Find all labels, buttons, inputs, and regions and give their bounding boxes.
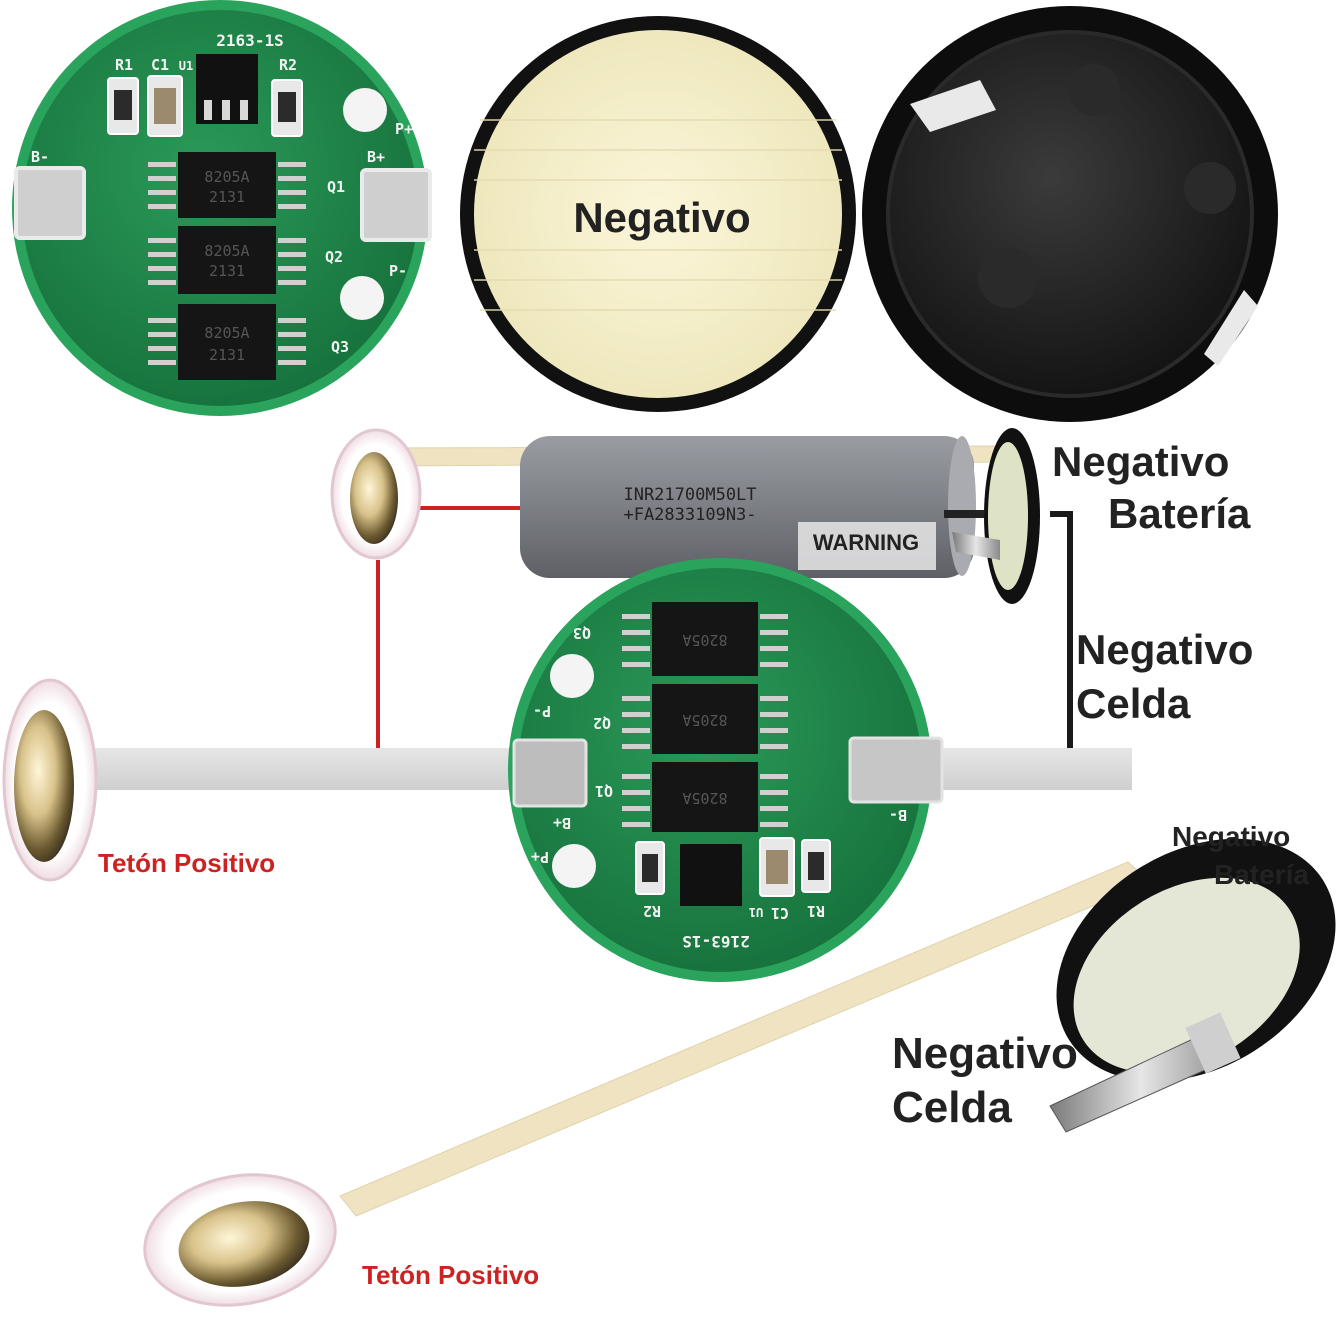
silk-p-plus: P+ xyxy=(531,848,549,866)
silk-r1: R1 xyxy=(807,902,825,920)
cell-label-line1: INR21700M50LT xyxy=(623,485,756,505)
label-teton-positivo-2: Tetón Positivo xyxy=(362,1260,539,1290)
top-chip-q1: 8205A 2131 xyxy=(178,152,276,218)
label-negativo-celda-low-1: Negativo xyxy=(892,1029,1078,1078)
silk-b-minus: B- xyxy=(31,148,49,166)
label-negativo-bateria-small-2: Batería xyxy=(1214,859,1309,890)
left-positive-nub xyxy=(2,678,98,882)
silk-q1: Q1 xyxy=(595,782,613,800)
silk-p-minus: P- xyxy=(389,262,407,280)
hole-p-minus xyxy=(340,276,384,320)
chip-label: 8205A xyxy=(682,711,727,729)
chip-label: 8205A xyxy=(204,242,249,260)
top-chip-q2: 8205A 2131 xyxy=(178,226,276,294)
label-negativo-bateria-small-1: Negativo xyxy=(1172,821,1290,852)
label-negativo-celda-2: Celda xyxy=(1076,680,1191,727)
silk-r2: R2 xyxy=(279,56,297,74)
top-pcb: 8205A 2131 8205A 2131 8205A 2131 2163-1S… xyxy=(12,0,432,416)
silk-p-plus: P+ xyxy=(395,120,413,138)
silk-b-plus: B+ xyxy=(367,148,385,166)
silk-q3: Q3 xyxy=(331,338,349,356)
cell-warning: WARNING xyxy=(813,530,919,555)
chip-label: 8205A xyxy=(682,631,727,649)
silk-r1: R1 xyxy=(115,56,133,74)
silk-q2: Q2 xyxy=(593,714,611,732)
label-teton-positivo-1: Tetón Positivo xyxy=(98,848,275,878)
cell-assembly: INR21700M50LT +FA2833109N3- WARNING xyxy=(330,428,1073,778)
cell-label-line2: +FA2833109N3- xyxy=(623,505,756,525)
bottom-pcb: 8205A 8205A 8205A 2163-1S Q3 Q2 Q1 P- P+ xyxy=(508,558,944,982)
chip-label: 8205A xyxy=(204,168,249,186)
cap-insert-label: Negativo xyxy=(573,194,750,241)
silk-q2: Q2 xyxy=(325,248,343,266)
black-cap xyxy=(862,6,1278,422)
chip-label: 2131 xyxy=(209,262,245,280)
chip-label: 2131 xyxy=(209,346,245,364)
pcb-title: 2163-1S xyxy=(216,31,283,50)
negative-wire xyxy=(1050,511,1073,776)
silk-b-minus: B- xyxy=(889,806,907,824)
pad-b-plus xyxy=(360,168,432,242)
callout-labels: Negativo Batería Negativo Celda Tetón Po… xyxy=(98,438,1309,1290)
label-negativo-celda-1: Negativo xyxy=(1076,626,1253,673)
bottom-assembly xyxy=(143,838,1336,1307)
silk-u1: U1 xyxy=(749,905,763,919)
cap-insert: Negativo xyxy=(460,16,856,412)
silk-q3: Q3 xyxy=(573,624,591,642)
label-negativo-bateria-2: Batería xyxy=(1108,490,1251,537)
silk-q1: Q1 xyxy=(327,178,345,196)
silk-b-plus: B+ xyxy=(553,814,571,832)
hole-p-plus xyxy=(343,88,387,132)
silk-c1: C1 xyxy=(151,56,169,74)
chip-label: 2131 xyxy=(209,188,245,206)
pcb-title: 2163-1S xyxy=(682,932,749,951)
label-negativo-bateria-1: Negativo xyxy=(1052,438,1229,485)
silk-r2: R2 xyxy=(643,902,661,920)
chip-label: 8205A xyxy=(682,789,727,807)
top-chip-q3: 8205A 2131 xyxy=(178,304,276,380)
silk-c1: C1 xyxy=(771,904,789,922)
silk-u1: U1 xyxy=(179,59,193,73)
chip-label: 8205A xyxy=(204,324,249,342)
label-negativo-celda-low-2: Celda xyxy=(892,1083,1012,1132)
pad-b-minus xyxy=(14,166,86,240)
silk-p-minus: P- xyxy=(533,702,551,720)
